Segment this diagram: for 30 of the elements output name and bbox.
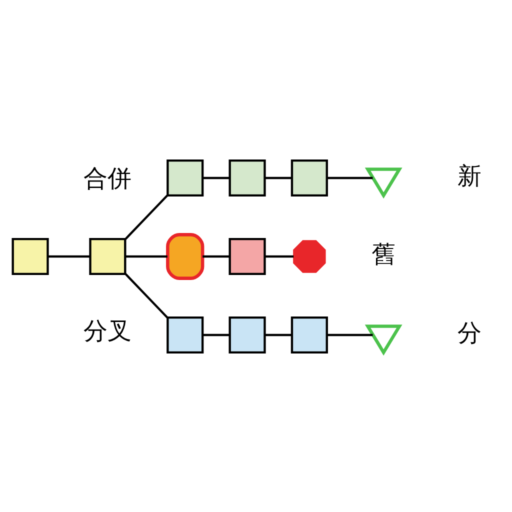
connector [327, 176, 373, 179]
connector [327, 333, 373, 336]
connector [124, 272, 168, 318]
connector [125, 254, 168, 258]
label: 合併 [84, 164, 132, 192]
node-cross [293, 240, 326, 272]
node-box [89, 237, 126, 275]
connector [124, 194, 168, 240]
connector [202, 333, 230, 336]
connector [48, 254, 90, 258]
connector [202, 254, 230, 258]
node-check [364, 324, 402, 356]
label: 分 [458, 318, 482, 347]
connector [264, 254, 294, 258]
node-box [228, 316, 266, 354]
node-box [166, 158, 204, 196]
node-box [290, 316, 328, 354]
label: 分叉 [84, 316, 132, 344]
node-check [364, 167, 402, 198]
node-box [290, 158, 328, 196]
connector [264, 333, 292, 336]
node-box [12, 237, 49, 275]
node-fire [166, 232, 204, 280]
connector [264, 176, 292, 179]
node-box [166, 316, 204, 354]
connector [202, 176, 230, 179]
node-box [228, 158, 266, 196]
node-box [228, 237, 266, 275]
label: 舊 [372, 240, 396, 268]
label: 新 [458, 162, 482, 190]
